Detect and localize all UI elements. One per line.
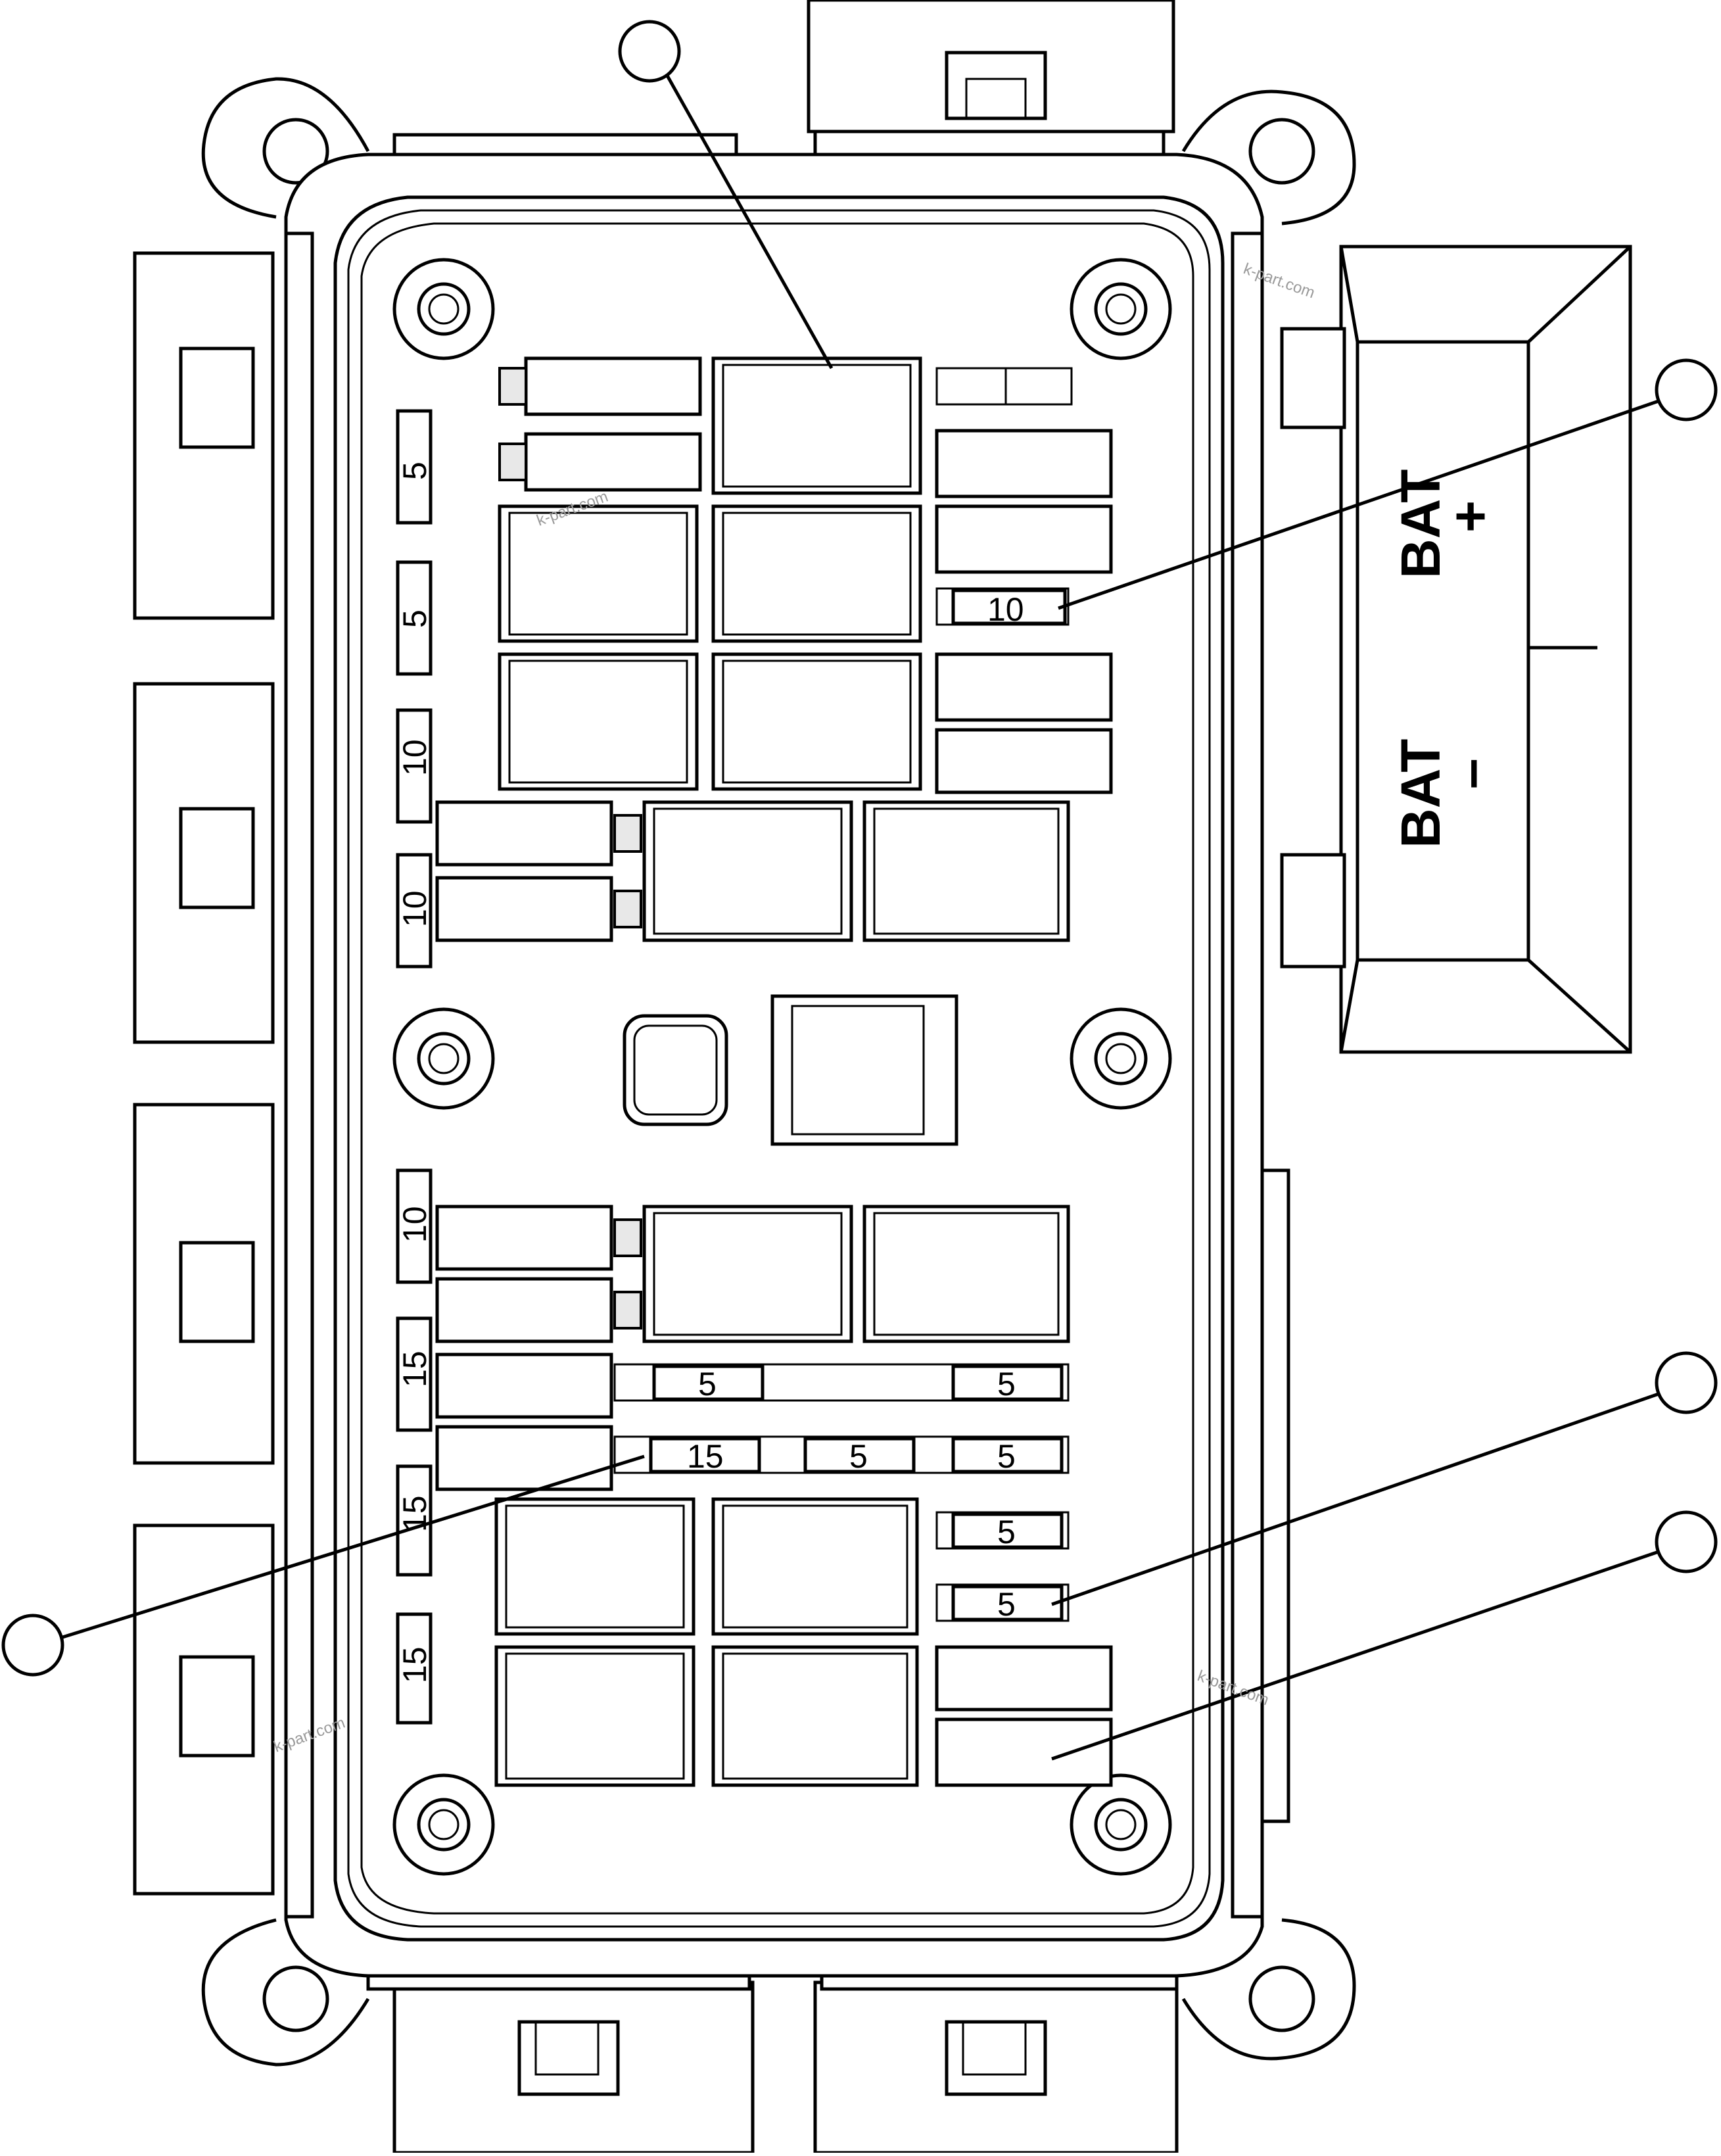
fuse-row-d: 5 <box>997 1586 1016 1623</box>
left-tag-1: 5 <box>396 462 433 480</box>
bat-plus-label: BAT <box>1390 469 1451 579</box>
fuse-row-a-1: 5 <box>698 1366 717 1402</box>
left-tag-2: 5 <box>396 610 433 628</box>
bottom-connectors <box>366 1971 1179 2155</box>
battery-connector: BAT + BAT – <box>1257 245 1632 1823</box>
mounting-ears <box>201 77 1356 2067</box>
lower-relays: 5 5 15 5 5 5 5 <box>435 1205 1113 1787</box>
callout-4 <box>1655 1510 1718 1573</box>
callout-2 <box>1655 358 1718 421</box>
bat-plus-sign: + <box>1439 500 1501 533</box>
bolts <box>392 258 1172 1876</box>
left-tag-5: 10 <box>396 1206 433 1243</box>
left-value-tags: 5 5 10 10 10 15 15 15 <box>396 409 433 1725</box>
left-tag-4: 10 <box>396 890 433 927</box>
left-tag-6: 15 <box>396 1351 433 1387</box>
callout-1 <box>618 20 681 83</box>
callout-3 <box>1655 1351 1718 1414</box>
fuse-row-c: 5 <box>997 1514 1016 1550</box>
left-tag-7: 15 <box>396 1495 433 1532</box>
bat-minus-sign: – <box>1439 758 1501 789</box>
upper-relays: 10 <box>435 356 1113 942</box>
fuse-row-b-1: 15 <box>687 1438 724 1475</box>
left-connectors <box>133 251 275 1896</box>
fuse-row-a-2: 5 <box>997 1366 1016 1402</box>
left-tag-3: 10 <box>396 739 433 776</box>
left-tag-8: 15 <box>396 1646 433 1683</box>
bat-minus-label: BAT <box>1390 739 1451 848</box>
callout-5 <box>1 1614 64 1677</box>
fuse-row-b-3: 5 <box>997 1438 1016 1475</box>
callouts <box>1 20 1718 1761</box>
fuse-row-b-2: 5 <box>849 1438 868 1475</box>
top-connectors <box>392 0 1175 156</box>
fuse-top-right: 10 <box>987 591 1024 628</box>
center-blocks <box>623 994 958 1146</box>
